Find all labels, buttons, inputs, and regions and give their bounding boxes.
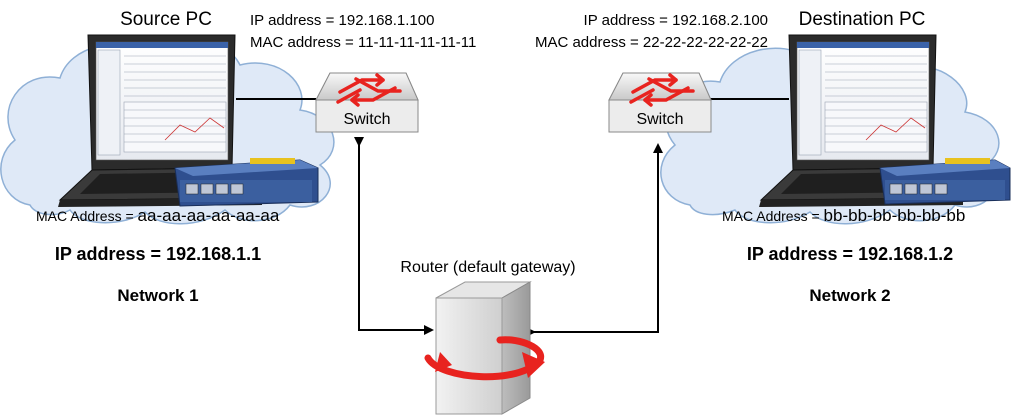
connection-lines	[236, 98, 789, 337]
source-ip-big: IP address = 192.168.1.1	[55, 244, 261, 264]
switch-arrows-icon	[629, 73, 695, 107]
source-mac-label: MAC Address =	[36, 208, 138, 224]
switch-arrows-icon	[336, 73, 402, 107]
destination-network-device	[879, 158, 1011, 205]
switch-network-2: Switch	[608, 72, 712, 133]
source-mac-line: MAC address = 11-11-11-11-11-11	[250, 34, 476, 51]
router	[424, 281, 545, 415]
switch-label-right: Switch	[636, 111, 683, 128]
source-ip-line: IP address = 192.168.1.100	[250, 12, 434, 29]
destination-mac-line: MAC address = 22-22-22-22-22-22	[535, 34, 768, 51]
source-mac-address: MAC Address = aa-aa-aa-aa-aa-aa	[36, 206, 280, 225]
destination-ip-line: IP address = 192.168.2.100	[584, 12, 768, 29]
router-label: Router (default gateway)	[400, 259, 575, 276]
switch-label-left: Switch	[343, 111, 390, 128]
source-mac-value: aa-aa-aa-aa-aa-aa	[138, 206, 280, 225]
destination-ip-big: IP address = 192.168.1.2	[747, 244, 953, 264]
destination-pc-title: Destination PC	[799, 9, 926, 30]
link-router-to-switch2	[526, 143, 663, 337]
network-1-label: Network 1	[117, 286, 198, 305]
link-switch1-to-router	[354, 137, 434, 335]
network-2-label: Network 2	[809, 286, 890, 305]
destination-mac-address: MAC Address = bb-bb-bb-bb-bb-bb	[722, 206, 965, 225]
source-pc-title: Source PC	[120, 9, 212, 30]
switch-network-1: Switch	[315, 72, 419, 133]
destination-mac-value: bb-bb-bb-bb-bb-bb	[824, 206, 966, 225]
source-network-device	[174, 158, 319, 207]
destination-mac-label: MAC Address =	[722, 208, 824, 224]
